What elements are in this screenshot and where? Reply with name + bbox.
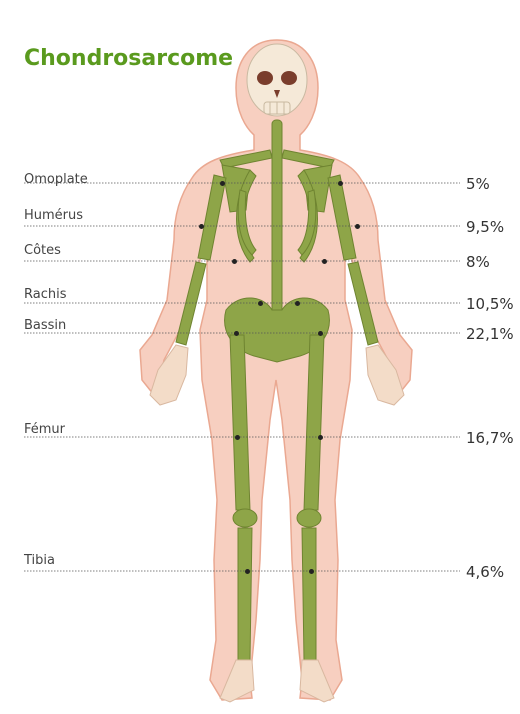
bone-percent-femur: 16,7%	[466, 429, 514, 447]
marker-dot-omoplate-2	[338, 181, 343, 186]
bone-label-tibia: Tibia	[24, 553, 55, 568]
marker-dot-bassin-2	[318, 331, 323, 336]
marker-dot-cotes-2	[322, 259, 327, 264]
marker-dot-cotes-1	[232, 259, 237, 264]
bone-label-omoplate: Omoplate	[24, 172, 88, 187]
bone-percent-tibia: 4,6%	[466, 563, 504, 581]
bone-percent-omoplate: 5%	[466, 175, 490, 193]
bone-label-rachis: Rachis	[24, 287, 67, 302]
bone-label-cotes: Côtes	[24, 243, 61, 258]
marker-dot-femur-1	[235, 435, 240, 440]
marker-dot-omoplate-1	[220, 181, 225, 186]
marker-dot-humerus-2	[355, 224, 360, 229]
bone-label-femur: Fémur	[24, 422, 65, 437]
marker-dot-tibia-2	[309, 569, 314, 574]
bone-percent-cotes: 8%	[466, 253, 490, 271]
marker-dot-rachis-2	[295, 301, 300, 306]
bone-label-bassin: Bassin	[24, 318, 66, 333]
bone-percent-rachis: 10,5%	[466, 295, 514, 313]
marker-dot-rachis-1	[258, 301, 263, 306]
marker-dot-humerus-1	[199, 224, 204, 229]
bone-label-humerus: Humérus	[24, 208, 83, 223]
marker-dot-bassin-1	[234, 331, 239, 336]
marker-dot-femur-2	[318, 435, 323, 440]
bone-percent-bassin: 22,1%	[466, 325, 514, 343]
marker-dot-tibia-1	[245, 569, 250, 574]
bone-percent-humerus: 9,5%	[466, 218, 504, 236]
